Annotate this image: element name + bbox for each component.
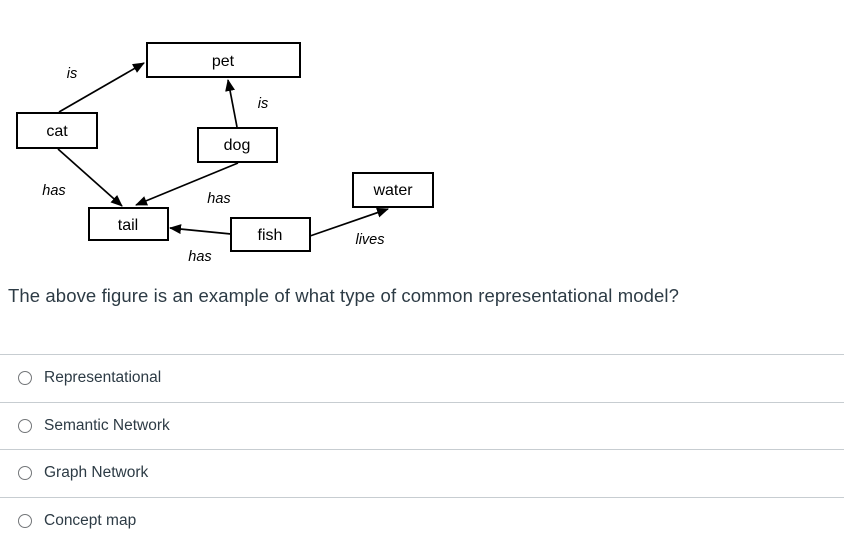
radio-button-graph-network[interactable] bbox=[18, 466, 32, 481]
radio-button-semantic-network[interactable] bbox=[18, 418, 32, 433]
edge-label-dog-pet: is bbox=[258, 96, 268, 112]
question-text: The above figure is an example of what t… bbox=[8, 285, 679, 306]
diagram-edges bbox=[57, 62, 389, 237]
option-label: Representational bbox=[44, 369, 162, 387]
diagram-edge-labels: is is has has has lives bbox=[42, 66, 384, 265]
answer-options-list: Representational Semantic Network Graph … bbox=[0, 354, 844, 544]
option-label: Graph Network bbox=[44, 464, 149, 482]
edge-label-cat-tail: has bbox=[42, 183, 65, 199]
option-label: Semantic Network bbox=[44, 416, 170, 434]
answer-option-graph-network[interactable]: Graph Network bbox=[0, 449, 844, 497]
edge-cat-pet-arrow bbox=[58, 62, 145, 113]
semantic-network-figure: pet cat dog tail fish water is is has ha… bbox=[16, 42, 434, 265]
node-pet-box bbox=[146, 42, 301, 78]
answer-option-representational[interactable]: Representational bbox=[0, 354, 844, 402]
node-cat-box bbox=[16, 112, 98, 149]
edge-dog-tail-arrow bbox=[135, 162, 239, 206]
radio-button-representational[interactable] bbox=[18, 371, 32, 386]
node-dog-box bbox=[197, 127, 278, 163]
answer-option-concept-map[interactable]: Concept map bbox=[0, 496, 844, 544]
node-fish-box bbox=[230, 217, 311, 252]
edge-fish-water-arrow bbox=[309, 207, 389, 237]
node-dog-label: dog bbox=[224, 137, 251, 154]
edge-cat-tail-arrow bbox=[57, 148, 123, 207]
node-pet-label: pet bbox=[212, 53, 235, 70]
diagram-node-labels: pet cat dog tail fish water bbox=[46, 53, 413, 244]
edge-label-cat-pet: is bbox=[67, 66, 77, 82]
edge-label-fish-tail: has bbox=[188, 249, 211, 265]
node-cat-label: cat bbox=[46, 123, 68, 140]
node-water-label: water bbox=[372, 182, 413, 199]
edge-label-dog-tail: has bbox=[207, 191, 230, 207]
answer-option-semantic-network[interactable]: Semantic Network bbox=[0, 401, 844, 449]
diagram-nodes bbox=[16, 42, 434, 252]
radio-button-concept-map[interactable] bbox=[18, 513, 32, 528]
node-tail-box bbox=[88, 207, 169, 241]
option-label: Concept map bbox=[44, 511, 137, 529]
node-tail-label: tail bbox=[118, 217, 138, 234]
node-water-box bbox=[352, 172, 434, 208]
edge-dog-pet-arrow bbox=[225, 79, 238, 128]
node-fish-label: fish bbox=[258, 227, 283, 244]
edge-fish-tail-arrow bbox=[169, 224, 232, 235]
edge-label-fish-water: lives bbox=[355, 232, 384, 248]
